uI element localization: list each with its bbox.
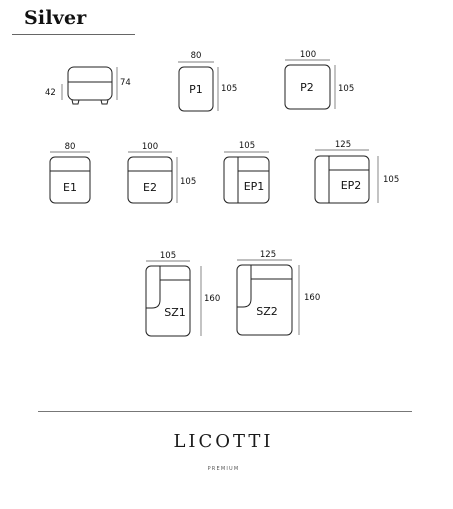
p2-depth-label: 105	[338, 84, 354, 94]
ep1-width-label: 105	[239, 141, 255, 151]
brand-tagline: PREMIUM	[207, 466, 240, 472]
p2-body	[284, 64, 331, 110]
sz1-width-label: 105	[160, 251, 176, 261]
brand-logo: LICOTTI	[173, 431, 274, 452]
pouf-body	[67, 66, 113, 101]
pouf-height-label: 74	[120, 78, 131, 88]
ep1-body	[223, 156, 270, 204]
p1-body	[178, 66, 214, 112]
ep2-width-label: 125	[335, 140, 351, 150]
sz1-code-label: SZ1	[164, 306, 186, 319]
sz2-module	[236, 259, 300, 336]
ep1-module	[223, 151, 270, 204]
ep2-body	[314, 155, 370, 204]
p1-width-label: 80	[191, 51, 202, 61]
p1-code-label: P1	[189, 83, 203, 96]
p1-module	[178, 61, 219, 112]
p2-code-label: P2	[300, 81, 314, 94]
pouf-module	[61, 66, 118, 105]
sz1-module	[145, 260, 202, 337]
sz2-depth-label: 160	[304, 293, 320, 303]
ep2-depth-label: 105	[383, 175, 399, 185]
ep2-code-label: EP2	[341, 179, 362, 192]
pouf-leg-left	[71, 99, 80, 105]
e2-depth-label: 105	[180, 177, 196, 187]
sz1-arm-curve	[146, 266, 161, 309]
sz2-body	[236, 264, 293, 336]
e1-module	[49, 151, 91, 204]
e2-body	[127, 156, 173, 204]
sz1-body	[145, 265, 191, 337]
title-underline	[12, 34, 135, 35]
e1-width-label: 80	[65, 142, 76, 152]
sz2-arm-curve	[237, 265, 252, 308]
ep2-module	[314, 149, 379, 204]
e2-code-label: E2	[143, 181, 157, 194]
footer-divider	[38, 411, 412, 412]
e1-code-label: E1	[63, 181, 77, 194]
page-title: Silver	[24, 7, 87, 29]
p1-depth-label: 105	[221, 84, 237, 94]
sz2-code-label: SZ2	[256, 305, 278, 318]
e2-width-label: 100	[142, 142, 158, 152]
e2-module	[127, 151, 178, 204]
sz2-width-label: 125	[260, 250, 276, 260]
ep1-code-label: EP1	[244, 180, 265, 193]
p2-module	[284, 59, 336, 110]
pouf-depth-label: 42	[45, 88, 56, 98]
p2-width-label: 100	[300, 50, 316, 60]
e1-body	[49, 156, 91, 204]
sz1-depth-label: 160	[204, 294, 220, 304]
pouf-leg-right	[100, 99, 109, 105]
